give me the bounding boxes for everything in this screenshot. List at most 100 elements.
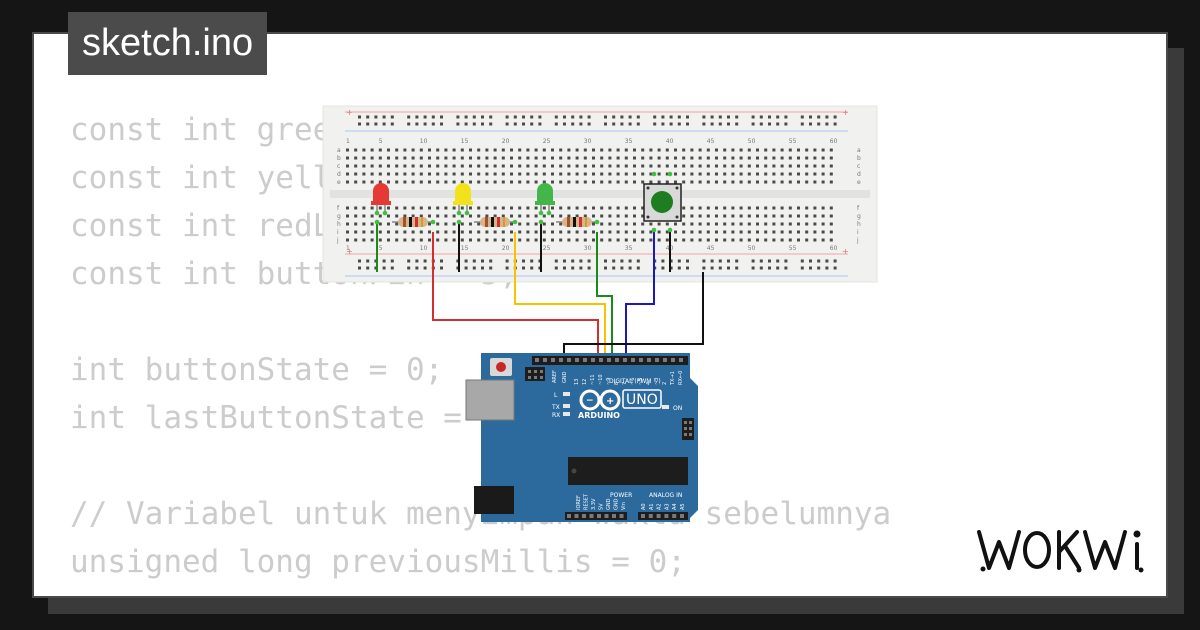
breadboard-hole xyxy=(428,222,431,226)
breadboard-hole xyxy=(378,230,382,234)
breadboard-rail-hole xyxy=(604,266,607,270)
breadboard-hole xyxy=(682,222,686,226)
breadboard-hole xyxy=(346,238,349,242)
breadboard-rail-hole xyxy=(571,259,575,263)
breadboard-column-number: 25 xyxy=(543,138,551,145)
breadboard-rail-hole xyxy=(612,266,616,270)
breadboard-hole xyxy=(436,148,440,152)
header-pin xyxy=(619,514,624,518)
breadboard-hole xyxy=(739,222,743,226)
breadboard-hole xyxy=(395,238,399,242)
breadboard-hole xyxy=(518,206,522,210)
breadboard-hole xyxy=(706,206,710,210)
breadboard-rail-hole xyxy=(604,122,607,126)
breadboard-hole xyxy=(370,172,374,176)
breadboard-hole xyxy=(821,230,825,234)
header-pin xyxy=(623,358,627,362)
breadboard-hole xyxy=(551,164,554,168)
pushbutton[interactable] xyxy=(643,183,682,222)
breadboard-hole xyxy=(395,172,399,176)
breadboard-hole xyxy=(542,222,546,226)
breadboard-rail-hole xyxy=(776,115,780,119)
breadboard-hole xyxy=(370,164,374,168)
breadboard-hole xyxy=(436,206,440,210)
breadboard-rail-hole xyxy=(505,259,509,263)
breadboard-column-number: 45 xyxy=(707,245,715,252)
header-pin xyxy=(604,514,609,518)
breadboard-hole xyxy=(829,214,833,218)
breadboard-hole xyxy=(829,238,833,242)
breadboard-rail-hole xyxy=(677,259,681,263)
breadboard-hole xyxy=(715,238,718,242)
breadboard-column-number: 30 xyxy=(584,138,592,145)
breadboard-hole xyxy=(510,230,513,234)
analog-pin-label: A3 xyxy=(664,503,670,510)
breadboard-hole xyxy=(829,206,833,210)
breadboard-hole xyxy=(460,206,464,210)
breadboard-hole xyxy=(682,172,686,176)
breadboard-hole xyxy=(805,214,809,218)
breadboard-rail-hole xyxy=(505,122,509,126)
header-pin xyxy=(615,358,619,362)
breadboard-hole xyxy=(378,172,382,176)
digital-pin-label: 4 xyxy=(646,382,652,385)
breadboard-hole xyxy=(829,156,833,160)
breadboard-column-number: 50 xyxy=(748,138,756,145)
breadboard-rail-hole xyxy=(563,122,566,126)
breadboard-rail-hole xyxy=(825,266,829,270)
breadboard-rail-hole xyxy=(415,122,419,126)
breadboard-hole xyxy=(583,214,587,218)
breadboard-hole xyxy=(624,238,628,242)
breadboard-hole xyxy=(600,222,604,226)
breadboard-row-letter: c xyxy=(337,163,340,170)
file-tab-title[interactable]: sketch.ino xyxy=(68,12,268,75)
breadboard-hole xyxy=(764,148,768,152)
breadboard-rail-hole xyxy=(563,259,566,263)
breadboard-hole xyxy=(436,180,440,184)
pushbutton-cap[interactable] xyxy=(651,191,673,213)
breadboard-hole xyxy=(723,222,727,226)
connection-dot xyxy=(512,219,518,225)
connection-dot xyxy=(651,171,657,177)
breadboard-hole xyxy=(657,180,661,184)
breadboard-hole xyxy=(682,206,686,210)
reset-button[interactable] xyxy=(496,362,506,372)
breadboard-hole xyxy=(780,180,784,184)
breadboard-hole xyxy=(354,180,358,184)
breadboard-hole xyxy=(436,230,440,234)
breadboard-hole xyxy=(419,164,423,168)
breadboard-hole xyxy=(510,206,513,210)
breadboard-hole xyxy=(608,214,612,218)
breadboard-rail-hole xyxy=(358,266,361,270)
breadboard-hole xyxy=(715,230,718,234)
breadboard-hole xyxy=(354,172,358,176)
breadboard-hole xyxy=(378,180,382,184)
breadboard-hole xyxy=(821,172,825,176)
breadboard-hole xyxy=(477,156,481,160)
breadboard-hole xyxy=(526,230,530,234)
breadboard-hole xyxy=(436,172,440,176)
breadboard-hole xyxy=(797,164,800,168)
breadboard-hole xyxy=(715,214,718,218)
breadboard-hole xyxy=(452,230,456,234)
breadboard-hole xyxy=(460,238,464,242)
breadboard-hole xyxy=(583,156,587,160)
power-pin-label: RESET xyxy=(584,493,590,510)
breadboard-hole xyxy=(419,156,423,160)
breadboard-rail-hole xyxy=(423,266,427,270)
breadboard-hole xyxy=(419,238,423,242)
breadboard-hole xyxy=(346,164,349,168)
breadboard-rail-hole xyxy=(407,115,411,119)
analog-pin-label: A2 xyxy=(657,503,663,510)
icsp2-pin xyxy=(684,433,687,436)
breadboard-hole xyxy=(534,156,538,160)
breadboard-column-number: 15 xyxy=(461,245,469,252)
breadboard-rail-hole xyxy=(669,259,673,263)
breadboard-hole xyxy=(469,214,472,218)
breadboard-hole xyxy=(829,172,833,176)
analog-label: ANALOG IN xyxy=(649,492,682,499)
breadboard-hole xyxy=(600,238,604,242)
breadboard-hole xyxy=(362,230,366,234)
analog-header xyxy=(638,512,688,520)
